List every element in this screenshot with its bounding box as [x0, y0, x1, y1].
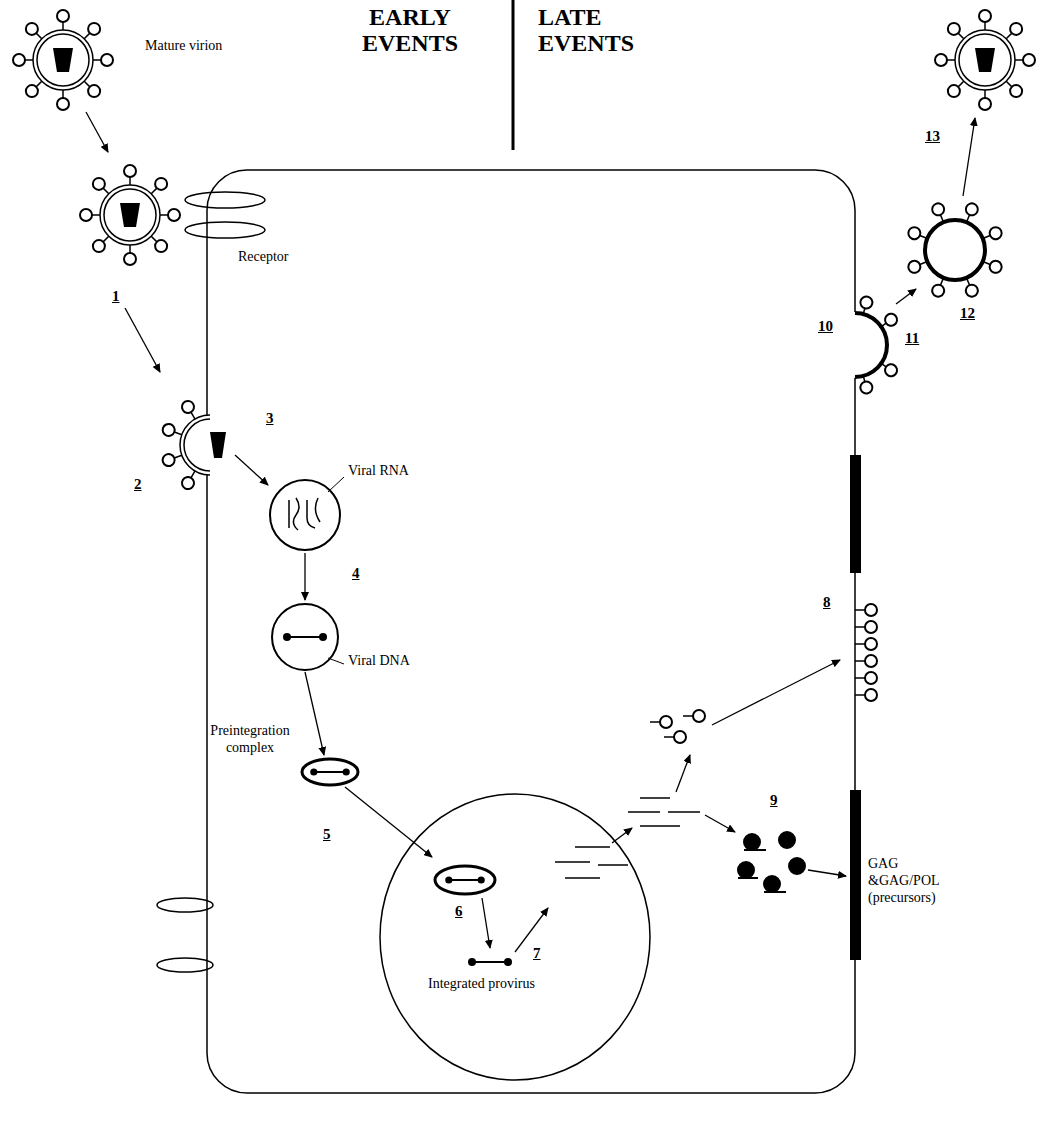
callout-number: 5 [323, 826, 331, 843]
callout-number: 12 [960, 305, 975, 322]
part-label: Receptor [238, 248, 289, 265]
part-label: Mature virion [145, 37, 222, 54]
callout-number: 2 [134, 476, 142, 493]
callout-number: 9 [770, 792, 778, 809]
callout-number: 3 [266, 410, 274, 427]
callout-number: 13 [925, 128, 940, 145]
callout-number: 7 [533, 945, 541, 962]
part-label: Viral RNA [348, 462, 409, 479]
callout-number: 11 [905, 330, 919, 347]
part-label: GAG &GAG/POL (precursors) [868, 855, 953, 906]
part-label: Preintegration complex [195, 722, 305, 756]
phase-heading: LATE EVENTS [538, 4, 668, 56]
part-label: Integrated provirus [428, 975, 535, 992]
part-label: Viral DNA [348, 652, 410, 669]
callout-number: 1 [112, 288, 120, 305]
phase-heading: EARLY EVENTS [345, 4, 475, 56]
callout-number: 8 [823, 594, 831, 611]
callout-number: 6 [455, 903, 463, 920]
callout-number: 4 [352, 565, 360, 582]
callout-number: 10 [818, 318, 833, 335]
